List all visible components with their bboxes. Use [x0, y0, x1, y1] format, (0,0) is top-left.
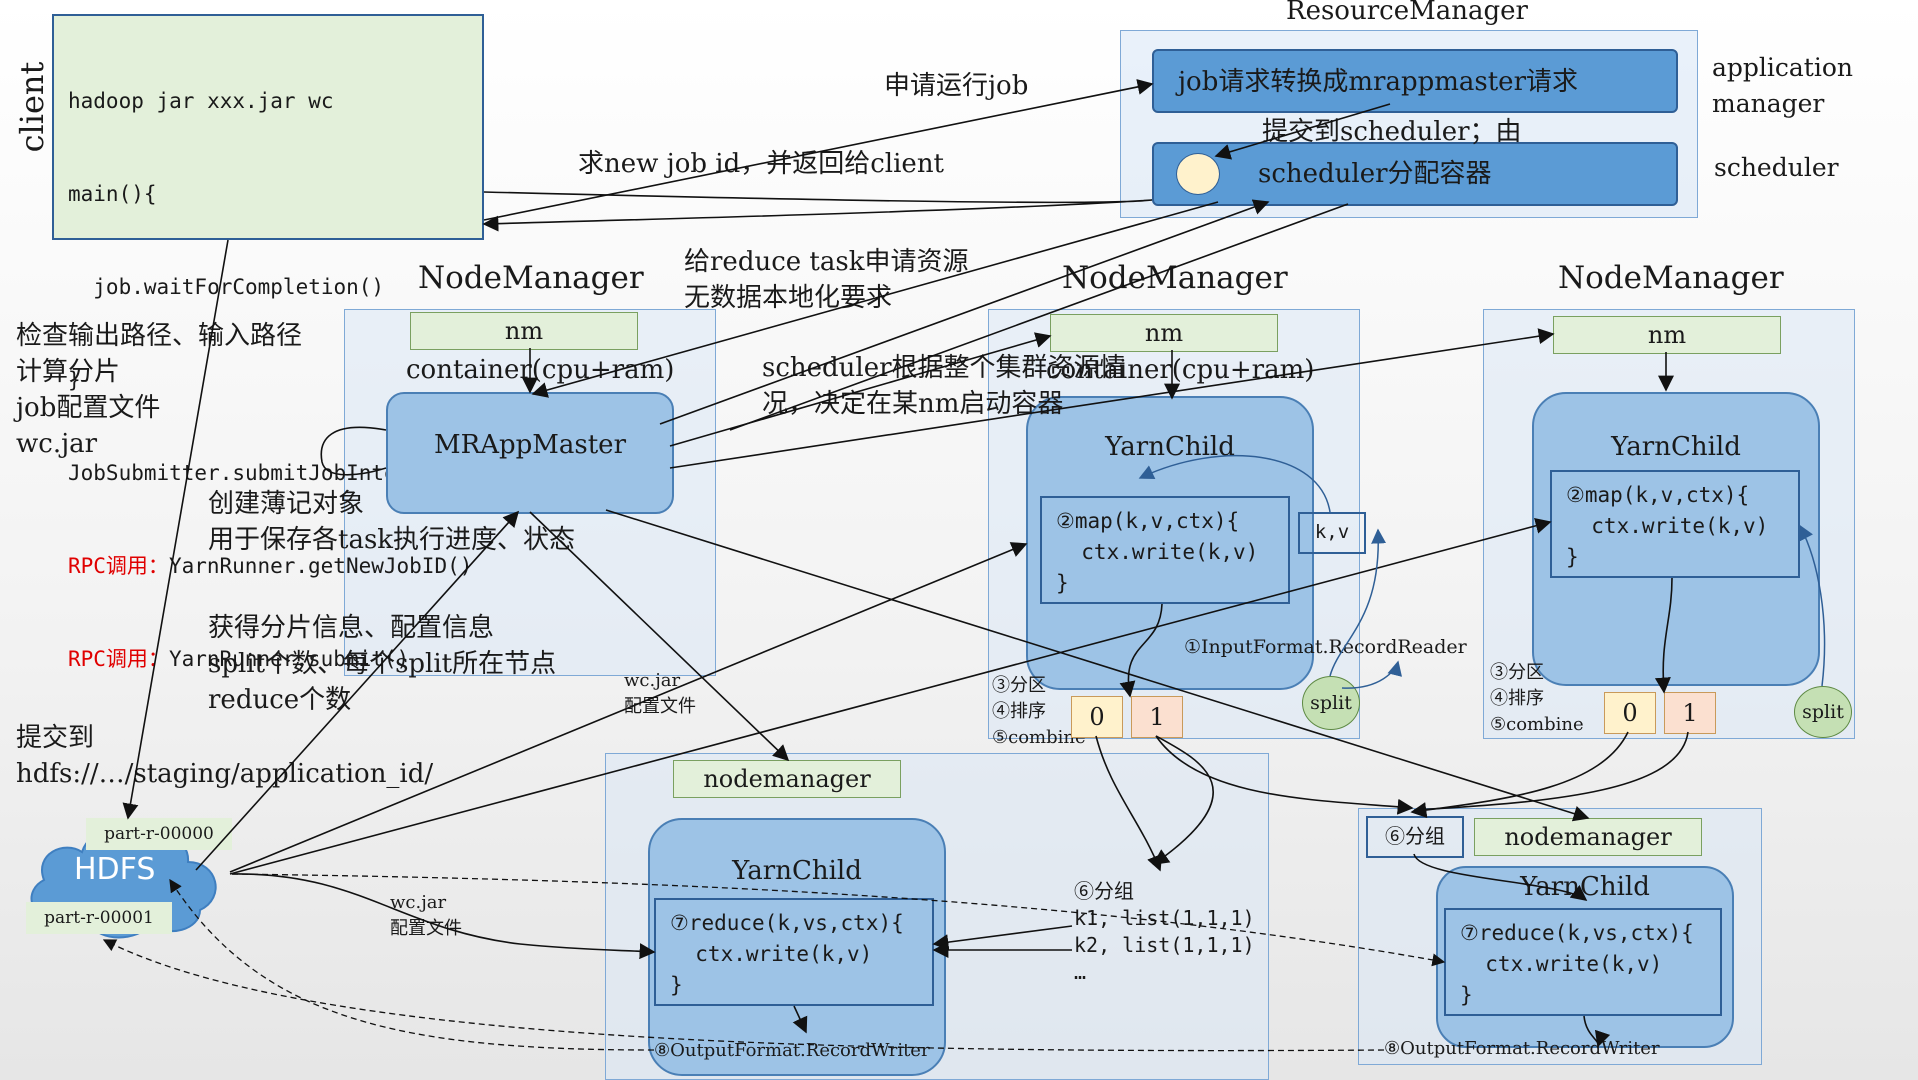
arrow-hdfs-reduce2	[231, 873, 1446, 967]
nodemanager-1-title: NodeManager	[418, 260, 644, 296]
arrow-map1-partition	[1119, 603, 1163, 698]
new-job-id-label: 求new job id，并返回给client	[578, 149, 945, 179]
split-1: split	[1302, 676, 1360, 730]
client-code-line-2: main(){	[68, 182, 157, 206]
arrow-submit-scheduler	[1214, 103, 1391, 160]
arrow-self-loop	[320, 426, 387, 476]
nm-1-bar: nm	[410, 312, 638, 350]
client-checks-label: 检查输出路径、输入路径 计算分片 job配置文件 wc.jar	[16, 321, 303, 459]
map-steps-2: ③分区 ④排序 ⑤combine	[1490, 662, 1584, 735]
client-code-line-3: job.waitForCompletion()	[68, 275, 385, 299]
arrow-part0-reduce1	[1095, 735, 1163, 872]
container-1-label: container(cpu+ram)	[406, 355, 675, 385]
arrow-hdfs-map2	[229, 517, 1552, 875]
yarnchild-map-2: YarnChild	[1532, 392, 1820, 686]
partition-1-map-1: 1	[1131, 696, 1183, 738]
map-steps-1: ③分区 ④排序 ⑤combine	[992, 675, 1086, 748]
arrow-part1-reduce1	[1152, 735, 1214, 865]
arrow-reduce1-output	[792, 1005, 808, 1034]
partition-1-map-2: 1	[1664, 692, 1716, 734]
reduce-code-box-1: ⑦reduce(k,vs,ctx){ ctx.write(k,v) }	[654, 898, 934, 1006]
part-r-00001: part-r-00001	[26, 902, 172, 934]
split-2: split	[1794, 686, 1852, 738]
rpc-call: YarnRunner.submit()	[168, 647, 410, 671]
arrow-split1-kv	[1329, 528, 1387, 677]
arrow-hdfs-reduce1	[231, 873, 656, 960]
nodemanager-3-title: NodeManager	[1558, 260, 1784, 296]
wcjar-label-2: wc.jar 配置文件	[390, 892, 462, 939]
arrow-part1-map2	[1413, 731, 1689, 811]
rpc-prefix: RPC调用：	[68, 647, 169, 671]
reduce-nodemanager-2-bar: nodemanager	[1474, 818, 1702, 856]
rpc-prefix: RPC调用：	[68, 554, 169, 578]
create-book-label: 创建薄记对象 用于保存各task执行进度、状态	[208, 489, 576, 555]
mrappmaster-box: MRAppMaster	[386, 392, 674, 514]
scheduler-decides-label: scheduler根据整个集群资源情 况，决定在某nm启动容器	[762, 353, 1126, 419]
arrow-client-hdfs	[122, 239, 229, 820]
arrow-output1-hdfs	[169, 878, 655, 1051]
input-format-label: ①InputFormat.RecordReader	[1184, 636, 1467, 658]
arrow-part0-map2	[1410, 731, 1629, 818]
mrappmaster-text: MRAppMaster	[434, 430, 626, 460]
arrow-mrappmaster-nm3	[669, 328, 1555, 469]
arrow-split2-map	[1799, 524, 1826, 687]
yarnchild-map-1: YarnChild	[1026, 396, 1314, 690]
rpc-call: YarnRunner.getNewJobID()	[168, 554, 473, 578]
map-code-box-1: ②map(k,v,ctx){ ctx.write(k,v) }	[1040, 496, 1290, 604]
arrow-scheduler-nm2	[729, 203, 1349, 431]
grouping-label: ⑥分组 k1, list(1,1,1) k2, list(1,1,1) …	[1074, 879, 1255, 984]
partition-0-map-2: 0	[1604, 692, 1656, 734]
partition-0-map-1: 0	[1071, 696, 1123, 738]
client-rpc-line-1: RPC调用：YarnRunner.getNewJobID()	[68, 551, 482, 582]
reduce-request-label: 给reduce task申请资源 无数据本地化要求	[684, 247, 969, 313]
arrow-group-reduce1-a	[932, 925, 1073, 951]
output-format-2: ⑧OutputFormat.RecordWriter	[1384, 1038, 1660, 1059]
arrow-reduce2-output	[1583, 1015, 1611, 1048]
part-r-00000: part-r-00000	[86, 818, 232, 850]
side-scheduler: scheduler	[1714, 153, 1839, 182]
client-rpc-line-2: RPC调用：YarnRunner.submit()	[68, 644, 482, 675]
arrow-part1-map1-reduce2	[1155, 735, 1414, 815]
arrow-split1-rr	[1341, 660, 1402, 689]
scheduler-circle-icon	[1176, 153, 1220, 195]
arrow-kv-map	[1138, 454, 1331, 513]
app-manager-box: job请求转换成mrappmaster请求	[1152, 49, 1678, 113]
yarnchild-reduce-1-title: YarnChild	[732, 856, 862, 886]
arrow-reduce-request	[659, 199, 1270, 425]
side-app-manager: application manager	[1712, 53, 1854, 118]
client-code-line-4: }	[68, 368, 81, 392]
arrow-hdfs-mrappmaster	[195, 510, 520, 871]
hdfs-label: HDFS	[74, 852, 156, 887]
yarnchild-map-2-title: YarnChild	[1611, 432, 1741, 462]
rm-title: ResourceManager	[1286, 0, 1528, 26]
submit-to-hdfs-label: 提交到 hdfs://…/staging/application_id/	[16, 723, 434, 789]
reduce-nodemanager-1-bar: nodemanager	[673, 760, 901, 798]
arrow-map2-partition	[1654, 577, 1673, 694]
container-2-label: container(cpu+ram)	[1046, 355, 1315, 385]
arrow-output2-hdfs	[102, 939, 1385, 1052]
get-splits-label: 获得分片信息、配置信息 split个数、每个split所在节点 reduce个数	[208, 613, 557, 715]
arrow-new-job-id	[482, 191, 1153, 232]
client-code-box: hadoop jar xxx.jar wc main(){ job.waitFo…	[52, 14, 484, 671]
kv-box: k,v	[1298, 512, 1366, 554]
scheduler-text: scheduler分配容器	[1258, 159, 1492, 189]
nm-2-bar: nm	[1050, 314, 1278, 352]
nodemanager-2-title: NodeManager	[1062, 260, 1288, 296]
app-manager-text: job请求转换成mrappmaster请求	[1178, 67, 1578, 97]
arrow-mrappmaster-reduce2	[605, 509, 1590, 822]
client-code-line-1: hadoop jar xxx.jar wc	[68, 89, 334, 113]
nm-3-bar: nm	[1553, 316, 1781, 354]
arrow-mrappmaster-nm2	[669, 332, 1052, 447]
submit-to-scheduler-note: 提交到scheduler；由	[1262, 117, 1522, 147]
arrow-hdfs-map1	[229, 542, 1028, 873]
arrow-group-reduce2	[1413, 853, 1588, 901]
arrow-apply-job	[483, 79, 1154, 221]
apply-job-label: 申请运行job	[884, 71, 1029, 101]
arrow-mrappmaster-reduce1	[529, 511, 790, 762]
wcjar-label-1: wc.jar 配置文件	[624, 670, 696, 717]
scheduler-box: scheduler分配容器	[1152, 142, 1678, 206]
output-format-1: ⑧OutputFormat.RecordWriter	[654, 1040, 930, 1061]
arrow-scheduler-mrappmaster	[531, 201, 1219, 398]
